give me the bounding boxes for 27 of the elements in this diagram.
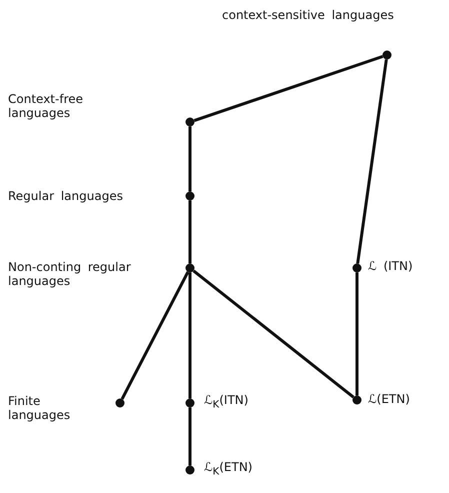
connector-line [194,55,384,122]
class-label: Regular languages [8,189,123,203]
node-dot [186,192,194,200]
connector-line [188,272,192,398]
connector-line [192,270,354,398]
node-dot [116,398,124,408]
connector-line [356,59,388,264]
node-label: context-sensitive languages [222,8,394,22]
node-dot [186,264,194,272]
node-dot [186,466,194,474]
node-dot [382,50,392,60]
node-label: ℒ$_{K}$(ITN) [204,393,248,407]
node-label: Finite languages [8,394,70,422]
class-label: Context-free languages [8,92,83,120]
node-dot [352,396,362,404]
class-label: Non-conting regular languages [8,260,131,288]
node-label: ℒ (ITN) [368,259,413,273]
connector-line [356,272,358,396]
connector-line [188,126,192,192]
node-label: ℒ(ETN) [368,392,410,406]
node-dot [352,264,362,272]
node-label: ℒ$_{K}$(ETN) [204,460,252,474]
connector-line [188,200,192,264]
node-dot [186,118,194,126]
node-dot [186,398,194,408]
connector-line [120,271,190,400]
connector-line [188,408,192,466]
